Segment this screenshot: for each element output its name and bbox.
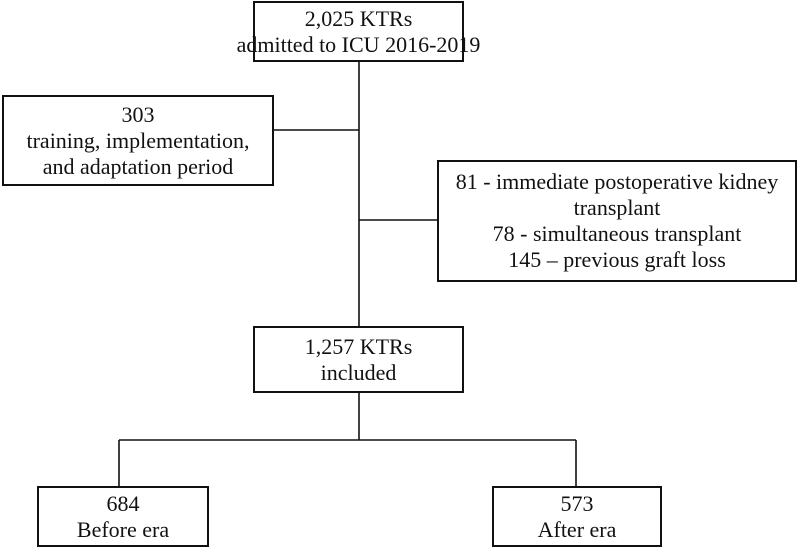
training-count: 303 bbox=[121, 101, 155, 127]
training-description-line1: training, implementation, bbox=[26, 127, 250, 153]
admitted-count: 2,025 KTRs bbox=[304, 5, 413, 31]
exclusion-line3: 78 - simultaneous transplant bbox=[492, 221, 742, 246]
exclusion-line2: transplant bbox=[573, 195, 661, 220]
after-era-label: After era bbox=[537, 516, 617, 542]
exclusion-line4: 145 – previous graft loss bbox=[508, 247, 726, 272]
exclusion-line1: 81 - immediate postoperative kidney bbox=[455, 169, 779, 194]
box-exclusions: 81 - immediate postoperative kidney tran… bbox=[437, 160, 797, 282]
box-included-ktrs: 1,257 KTRs included bbox=[253, 326, 464, 393]
included-count: 1,257 KTRs bbox=[304, 333, 413, 359]
box-admitted-ktrs: 2,025 KTRs admitted to ICU 2016-2019 bbox=[237, 1, 480, 62]
admitted-description: admitted to ICU 2016-2019 bbox=[236, 31, 481, 57]
included-description: included bbox=[320, 359, 397, 385]
box-after-era: 573 After era bbox=[492, 486, 662, 547]
before-era-label: Before era bbox=[76, 516, 170, 542]
before-era-count: 684 bbox=[106, 490, 140, 516]
after-era-count: 573 bbox=[560, 490, 594, 516]
box-training-period: 303 training, implementation, and adapta… bbox=[2, 95, 274, 186]
training-description-line2: and adaptation period bbox=[42, 153, 234, 179]
box-before-era: 684 Before era bbox=[37, 486, 209, 547]
